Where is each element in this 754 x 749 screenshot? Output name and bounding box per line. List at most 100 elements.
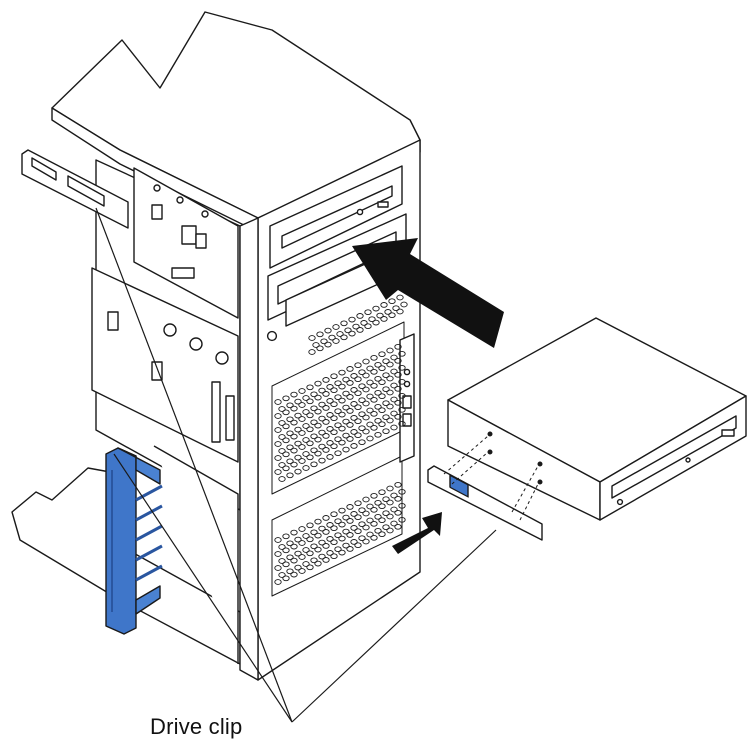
vent-hole	[374, 389, 382, 396]
vent-hole	[314, 422, 322, 429]
vent-hole	[274, 469, 282, 475]
vent-hole	[390, 410, 398, 417]
vent-hole	[354, 390, 362, 397]
vent-hole	[334, 532, 342, 539]
vent-hole	[306, 522, 314, 529]
vent-hole	[310, 529, 318, 536]
vent-hole	[390, 382, 398, 389]
vent-hole	[290, 419, 298, 426]
vent-hole	[286, 568, 294, 575]
vent-hole	[286, 430, 294, 437]
vent-hole	[362, 538, 370, 545]
vent-hole	[346, 436, 354, 442]
vent-hole	[366, 503, 374, 510]
vent-hole	[378, 489, 386, 496]
vent-hole	[326, 412, 334, 418]
vent-hole	[340, 334, 348, 341]
vent-hole	[282, 561, 290, 568]
vent-hole	[306, 564, 314, 571]
vent-hole	[278, 558, 286, 564]
vent-hole	[362, 372, 370, 379]
vent-hole	[374, 513, 382, 520]
vent-hole	[374, 527, 382, 534]
vent-hole	[274, 441, 282, 447]
vent-hole	[338, 369, 346, 376]
vent-hole	[310, 461, 318, 468]
vent-hole	[348, 330, 356, 337]
vent-hole	[342, 446, 350, 453]
vent-hole	[386, 513, 394, 520]
vent-hole	[318, 539, 326, 546]
vent-hole	[298, 458, 306, 464]
vent-hole	[286, 554, 294, 561]
vent-hole	[386, 361, 394, 368]
vent-hole	[314, 518, 322, 525]
vent-hole	[330, 387, 338, 394]
vent-hole	[286, 540, 294, 547]
vent-hole	[274, 413, 282, 419]
vent-hole	[366, 365, 374, 372]
chassis-side-panel	[91, 159, 241, 511]
vent-hole	[374, 499, 382, 506]
vent-hole	[324, 341, 332, 348]
vent-hole	[394, 371, 402, 378]
vent-hole	[366, 517, 374, 524]
vent-hole	[322, 405, 330, 411]
vent-hole	[286, 458, 294, 465]
vent-hole	[338, 535, 346, 542]
vent-hole	[338, 425, 346, 432]
vent-hole	[314, 394, 322, 401]
vent-hole	[290, 447, 298, 454]
vent-hole	[314, 532, 322, 539]
vent-hole	[398, 378, 406, 385]
vent-hole	[394, 481, 402, 488]
vent-hole	[334, 422, 342, 429]
vent-hole	[310, 419, 318, 426]
vent-hole	[286, 416, 294, 423]
vent-hole	[370, 534, 378, 541]
vent-hole	[390, 506, 398, 513]
vent-hole	[390, 396, 398, 403]
vent-hole	[294, 454, 302, 461]
vent-hole	[362, 510, 370, 517]
vent-hole	[346, 380, 354, 386]
vent-hole	[350, 373, 358, 379]
vent-hole	[322, 557, 330, 563]
vent-hole	[358, 383, 366, 390]
vent-hole	[290, 405, 298, 412]
vent-hole	[348, 316, 356, 323]
vent-hole	[320, 338, 328, 345]
vent-hole	[386, 527, 394, 534]
vent-hole	[370, 520, 378, 527]
vent-hole	[274, 455, 282, 461]
vent-hole	[392, 305, 400, 312]
vent-hole	[358, 439, 366, 446]
vent-hole	[310, 433, 318, 440]
vent-hole	[350, 511, 358, 517]
insert-drive-arrow	[352, 238, 504, 348]
vent-hole	[396, 294, 404, 301]
vent-hole	[378, 517, 386, 524]
vent-hole	[302, 561, 310, 567]
vent-hole	[374, 417, 382, 424]
vent-hole	[360, 320, 368, 326]
vent-hole	[342, 514, 350, 521]
vent-hole	[378, 351, 386, 358]
vent-hole	[308, 349, 316, 355]
vent-hole	[334, 408, 342, 415]
vent-hole	[302, 409, 310, 415]
vent-hole	[278, 572, 286, 578]
vent-hole	[378, 365, 386, 372]
vent-hole	[278, 420, 286, 426]
vent-hole	[290, 461, 298, 468]
vent-hole	[346, 504, 354, 510]
vent-hole	[298, 430, 306, 436]
vent-hole	[278, 406, 286, 412]
vent-hole	[372, 319, 380, 326]
vent-hole	[396, 308, 404, 315]
vent-hole	[398, 502, 406, 509]
vent-hole	[342, 404, 350, 411]
vent-hole	[380, 302, 388, 308]
vent-hole	[362, 358, 370, 365]
vent-hole	[366, 407, 374, 414]
